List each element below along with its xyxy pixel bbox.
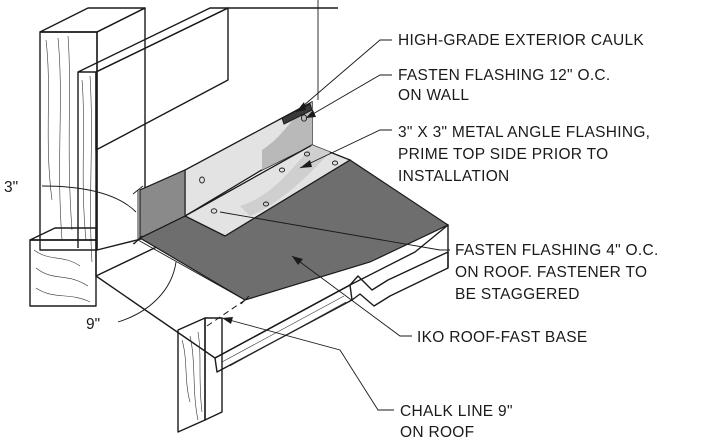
wall-framing: [39, 0, 338, 276]
dimension-label-9in: 9": [86, 316, 100, 333]
label-fasten-wall-2: ON WALL: [398, 87, 469, 104]
joist-below: [177, 317, 223, 433]
label-chalk-1: CHALK LINE 9": [400, 403, 513, 420]
label-angle-1: 3" X 3" METAL ANGLE FLASHING,: [398, 124, 650, 141]
leader-lines: [219, 39, 450, 411]
label-angle-3: INSTALLATION: [398, 168, 510, 185]
label-angle-2: PRIME TOP SIDE PRIOR TO: [398, 146, 608, 163]
dimension-9in: [117, 235, 250, 323]
label-fasten-roof-3: BE STAGGERED: [455, 286, 580, 303]
label-fasten-wall-1: FASTEN FLASHING 12" O.C.: [398, 67, 611, 84]
label-roof-fast-base: IKO ROOF-FAST BASE: [417, 329, 587, 346]
joist-left: [29, 227, 97, 307]
label-fasten-roof-1: FASTEN FLASHING 4" O.C.: [455, 242, 659, 259]
dimension-3in: [41, 185, 144, 245]
chalk-line: [206, 299, 246, 327]
label-chalk-2: ON ROOF: [400, 424, 474, 441]
dimension-label-3in: 3": [4, 179, 18, 196]
label-caulk: HIGH-GRADE EXTERIOR CAULK: [398, 32, 644, 49]
label-fasten-roof-2: ON ROOF. FASTENER TO: [455, 264, 647, 281]
